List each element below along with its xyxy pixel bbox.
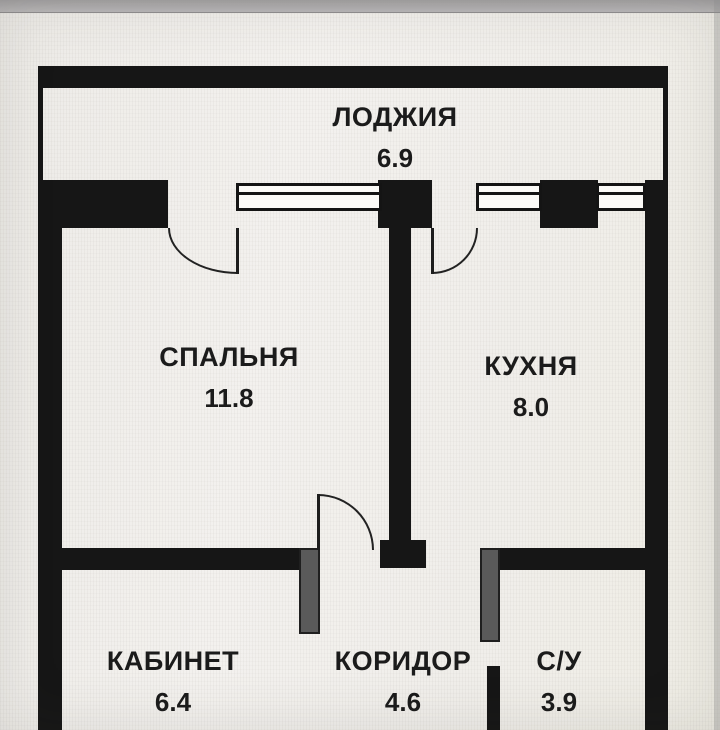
door-arc-kitchen-loggia bbox=[432, 228, 478, 274]
room-name-bedroom: СПАЛЬНЯ bbox=[159, 342, 299, 372]
wall-bathroom-door-post bbox=[487, 666, 500, 730]
wall-corridor-bathroom bbox=[480, 548, 500, 642]
room-area-bathroom: 3.9 bbox=[540, 687, 578, 717]
window-loggia-bedroom bbox=[236, 183, 382, 211]
door-leaf-bedroom-corridor bbox=[317, 494, 320, 550]
room-name-bathroom: С/У bbox=[536, 646, 582, 676]
room-label-cabinet: КАБИНЕТ 6.4 bbox=[53, 645, 293, 718]
wall-top bbox=[38, 66, 668, 88]
window-loggia-right bbox=[596, 183, 646, 211]
room-area-corridor: 4.6 bbox=[384, 687, 422, 717]
room-name-cabinet: КАБИНЕТ bbox=[106, 646, 240, 676]
room-name-kitchen: КУХНЯ bbox=[484, 351, 578, 381]
room-area-loggia: 6.9 bbox=[376, 143, 414, 173]
room-label-loggia: ЛОДЖИЯ 6.9 bbox=[275, 101, 515, 174]
wall-horizontal-right bbox=[480, 548, 645, 570]
wall-pier-center bbox=[378, 180, 432, 228]
room-name-loggia: ЛОДЖИЯ bbox=[332, 102, 458, 132]
door-leaf-bedroom-loggia bbox=[236, 228, 239, 274]
room-label-bedroom: СПАЛЬНЯ 11.8 bbox=[109, 341, 349, 414]
window-loggia-kitchen bbox=[476, 183, 542, 211]
wall-loggia-left bbox=[38, 88, 43, 182]
room-area-bedroom: 11.8 bbox=[204, 383, 254, 413]
room-label-corridor: КОРИДОР 4.6 bbox=[283, 645, 523, 718]
wall-left bbox=[38, 228, 62, 730]
window-sill bbox=[238, 192, 380, 195]
window-sill bbox=[598, 192, 644, 195]
room-area-cabinet: 6.4 bbox=[154, 687, 192, 717]
floorplan-paper: ЛОДЖИЯ 6.9 СПАЛЬНЯ 11.8 КУХНЯ 8.0 КАБИНЕ… bbox=[0, 10, 720, 730]
wall-center-base bbox=[380, 540, 426, 568]
room-label-bathroom: С/У 3.9 bbox=[439, 645, 679, 718]
room-label-kitchen: КУХНЯ 8.0 bbox=[411, 350, 651, 423]
room-area-kitchen: 8.0 bbox=[512, 392, 550, 422]
photo-edge-top bbox=[0, 0, 720, 13]
wall-pier-right bbox=[540, 180, 598, 228]
wall-loggia-right bbox=[663, 88, 668, 182]
wall-pier-left bbox=[38, 180, 168, 228]
door-leaf-kitchen-loggia bbox=[431, 228, 434, 274]
wall-cabinet-corridor bbox=[299, 548, 320, 634]
door-arc-bedroom-loggia bbox=[168, 228, 238, 274]
wall-right bbox=[645, 180, 668, 730]
photo-edge-right bbox=[714, 0, 720, 730]
room-name-corridor: КОРИДОР bbox=[334, 646, 472, 676]
door-arc-bedroom-corridor bbox=[318, 494, 374, 550]
window-sill bbox=[478, 192, 540, 195]
wall-horizontal-left bbox=[62, 548, 318, 570]
wall-center bbox=[389, 226, 411, 548]
